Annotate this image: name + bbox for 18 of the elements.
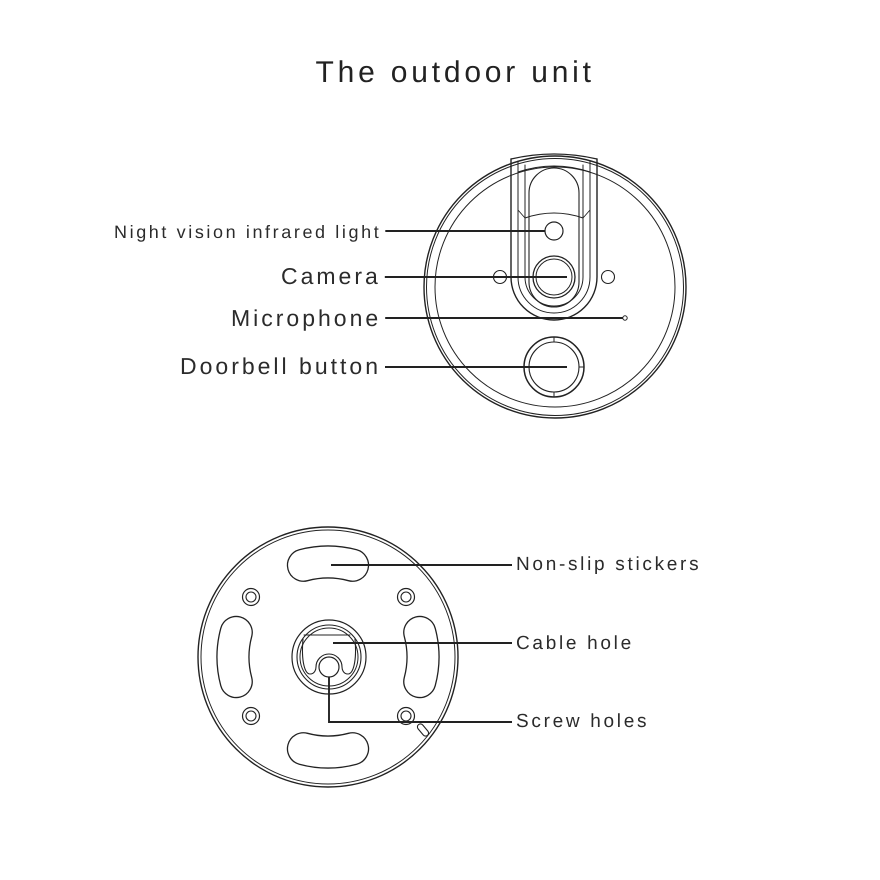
leader-line [385, 230, 545, 232]
part-label: Night vision infrared light [114, 222, 382, 242]
part-label: Screw holes [516, 711, 650, 733]
leader-line [385, 317, 623, 319]
leader-line [328, 677, 512, 723]
infrared-light-lens [544, 221, 564, 241]
title: The outdoor unit [316, 56, 595, 90]
part-label: Microphone [231, 305, 382, 332]
leader-line [384, 276, 567, 278]
screw-hole [318, 656, 340, 678]
part-label: Cable hole [516, 633, 634, 655]
leader-line [331, 564, 512, 566]
leader-line [385, 366, 567, 368]
part-label: Doorbell button [180, 353, 381, 380]
part-label: Non-slip stickers [516, 554, 702, 576]
leader-line [333, 642, 512, 644]
microphone-hole [622, 315, 628, 321]
part-label: Camera [281, 263, 381, 290]
